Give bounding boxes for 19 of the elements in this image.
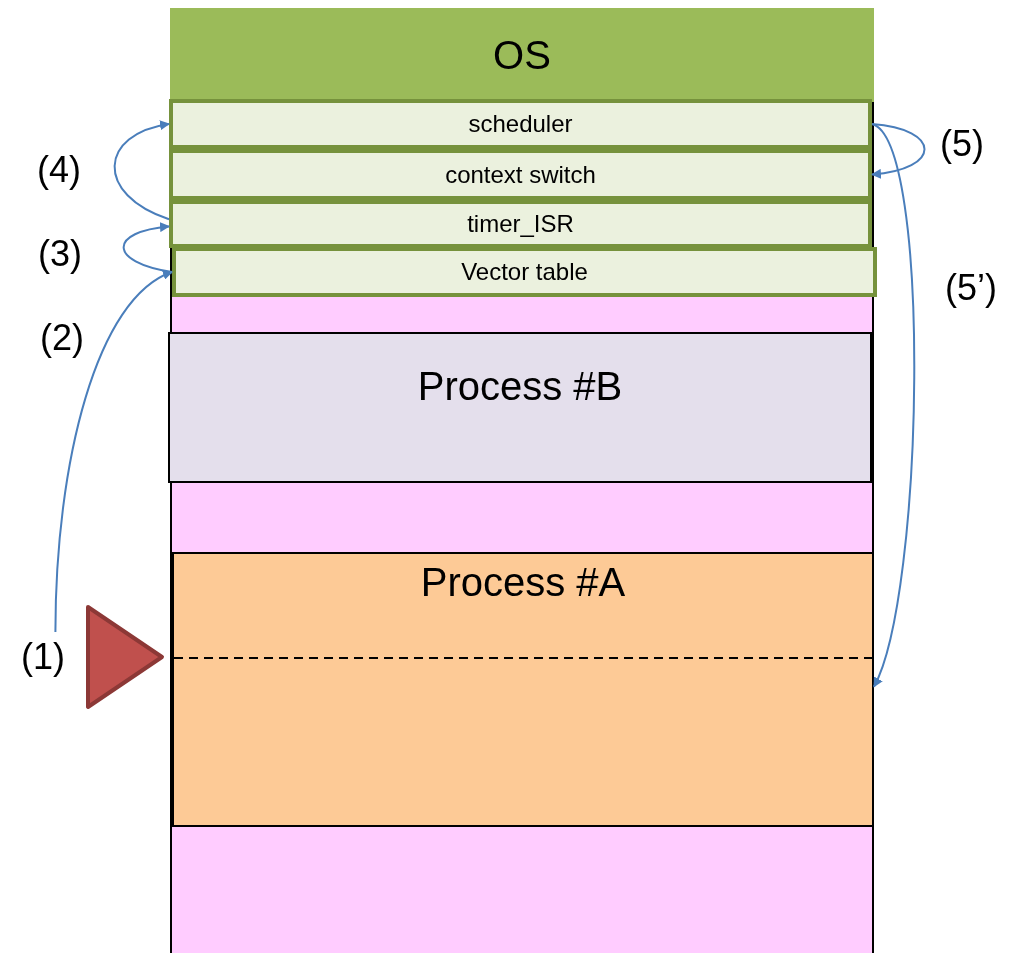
arrow <box>871 123 916 688</box>
process-region <box>168 332 872 483</box>
region-label: Process #A <box>420 560 626 605</box>
step-number: (1) <box>21 636 65 678</box>
os-region <box>170 8 874 102</box>
code-block <box>172 247 877 297</box>
code-block <box>169 200 872 248</box>
process-region <box>172 552 874 827</box>
region-label: timer_ISR <box>467 210 574 238</box>
region-label: Vector table <box>461 258 588 286</box>
region-label: context switch <box>445 160 596 189</box>
region-label: OS <box>493 32 551 78</box>
arrow <box>122 222 173 273</box>
arrow <box>54 271 173 633</box>
arrow <box>113 121 170 221</box>
region-label: Process #B <box>417 364 623 409</box>
code-block <box>169 99 872 149</box>
arrow <box>871 123 926 179</box>
region-label: scheduler <box>468 110 573 138</box>
